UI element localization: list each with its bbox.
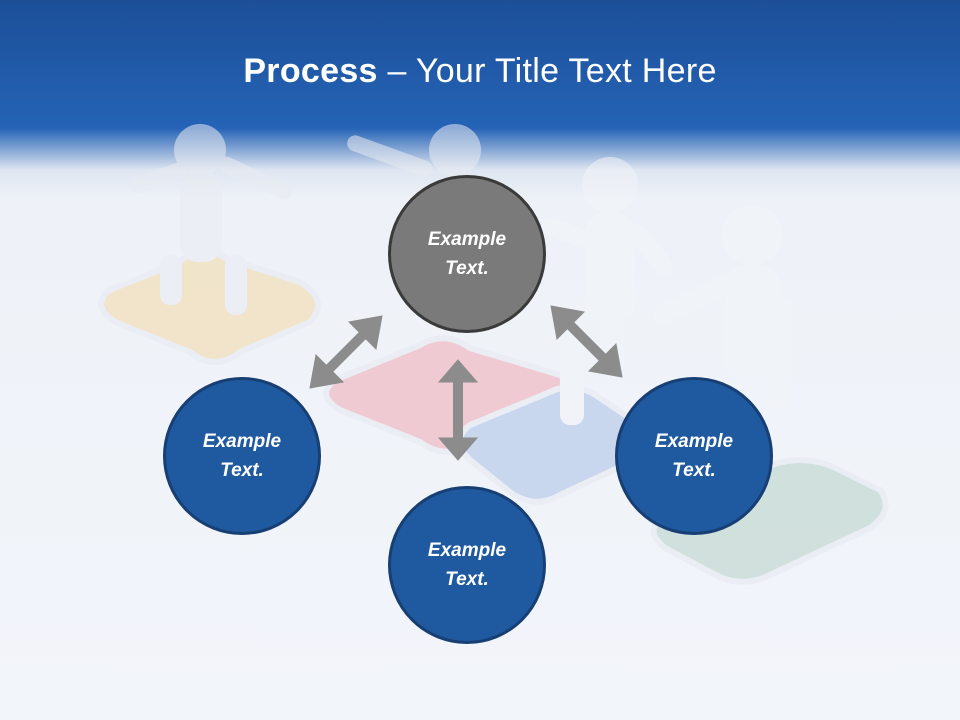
figure-left <box>129 124 293 315</box>
figure-middle <box>541 157 673 425</box>
right-node: Example Text. <box>615 377 773 535</box>
left-node-line2: Text. <box>220 460 264 481</box>
left-node: Example Text. <box>163 377 321 535</box>
puzzle-piece-yellow <box>98 247 321 365</box>
center-node-line1: Example <box>427 229 507 250</box>
left-node-line1: Example <box>202 431 282 452</box>
center-node: Example Text. <box>388 175 546 333</box>
puzzle-piece-green <box>650 457 889 585</box>
center-node-line2: Text. <box>445 258 489 279</box>
bottom-node-line1: Example <box>427 540 507 561</box>
figure-right <box>653 205 792 410</box>
page-title: Process – Your Title Text Here <box>0 52 960 91</box>
right-node-line1: Example <box>654 431 734 452</box>
bottom-node: Example Text. <box>388 486 546 644</box>
title-rest: – Your Title Text Here <box>377 52 717 90</box>
figure-center-back <box>347 124 481 177</box>
bottom-node-line2: Text. <box>445 569 489 590</box>
right-node-line2: Text. <box>672 460 716 481</box>
title-bold: Process <box>243 52 378 90</box>
